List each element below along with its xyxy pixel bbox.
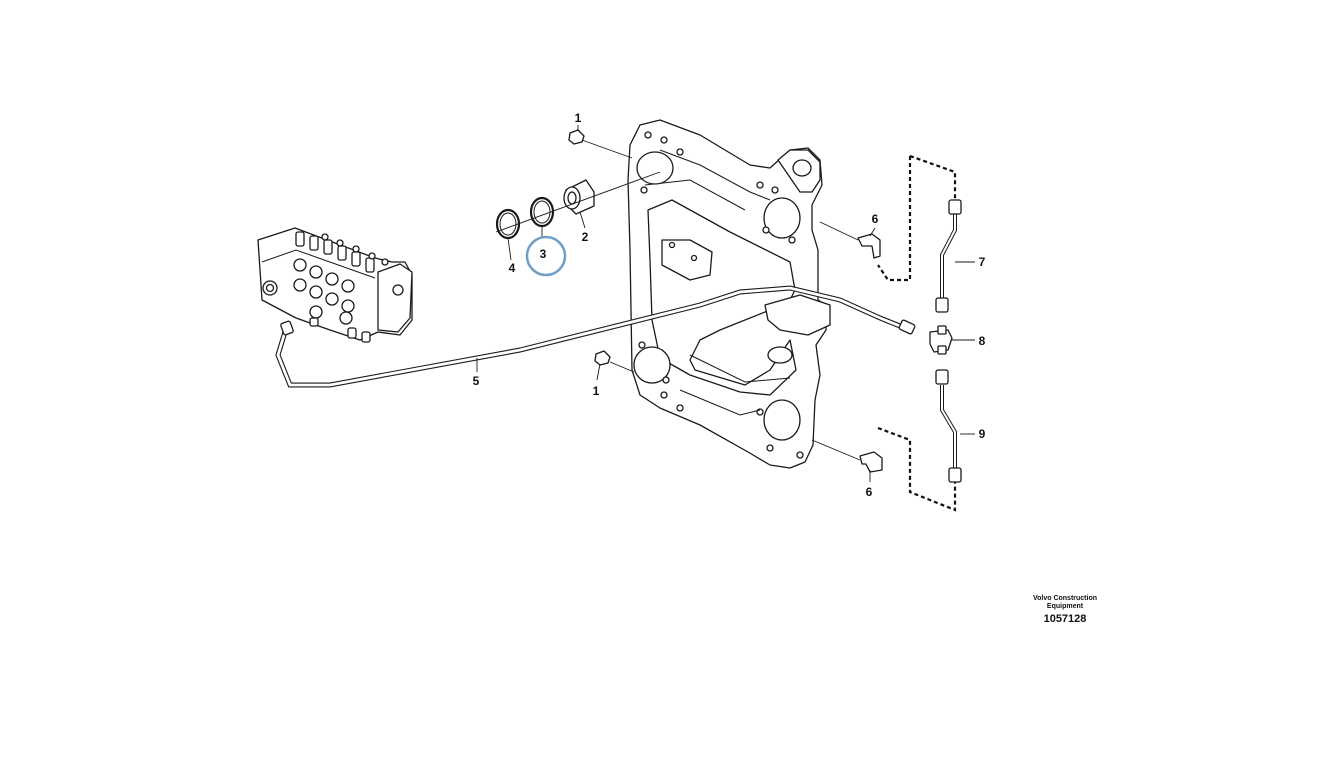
callout-5[interactable]: 5 xyxy=(473,374,480,388)
leader-lines xyxy=(476,125,975,482)
callout-6-lower[interactable]: 6 xyxy=(866,485,873,499)
callout-9[interactable]: 9 xyxy=(979,427,986,441)
hose-5 xyxy=(275,285,916,388)
pipe-9 xyxy=(935,369,962,483)
screw-1-lower xyxy=(594,350,611,366)
highlight-ring xyxy=(525,235,567,277)
control-valve-block xyxy=(257,227,413,343)
elbow-fitting-6-lower xyxy=(859,451,883,473)
callout-3[interactable]: 3 xyxy=(540,247,547,261)
maker-name-line1: Volvo Construction xyxy=(1033,595,1097,602)
document-number: 1057128 xyxy=(1044,613,1087,625)
callout-8[interactable]: 8 xyxy=(979,334,986,348)
dashed-connection-upper xyxy=(877,154,957,282)
pin-bushing-2 xyxy=(563,179,595,215)
tee-fitting-8 xyxy=(929,325,953,355)
elbow-fitting-6-upper xyxy=(857,233,881,259)
maker-name-line2: Equipment xyxy=(1047,603,1084,610)
callout-2[interactable]: 2 xyxy=(582,230,589,244)
callout-6-upper[interactable]: 6 xyxy=(872,212,879,226)
callout-1-upper[interactable]: 1 xyxy=(575,111,582,125)
callout-1-lower[interactable]: 1 xyxy=(593,384,600,398)
dashed-connection-lower xyxy=(877,426,957,512)
seal-ring-4 xyxy=(495,208,521,240)
pipe-7 xyxy=(935,199,962,313)
callout-4[interactable]: 4 xyxy=(509,261,516,275)
callout-7[interactable]: 7 xyxy=(979,255,986,269)
screw-1-upper xyxy=(568,129,585,145)
